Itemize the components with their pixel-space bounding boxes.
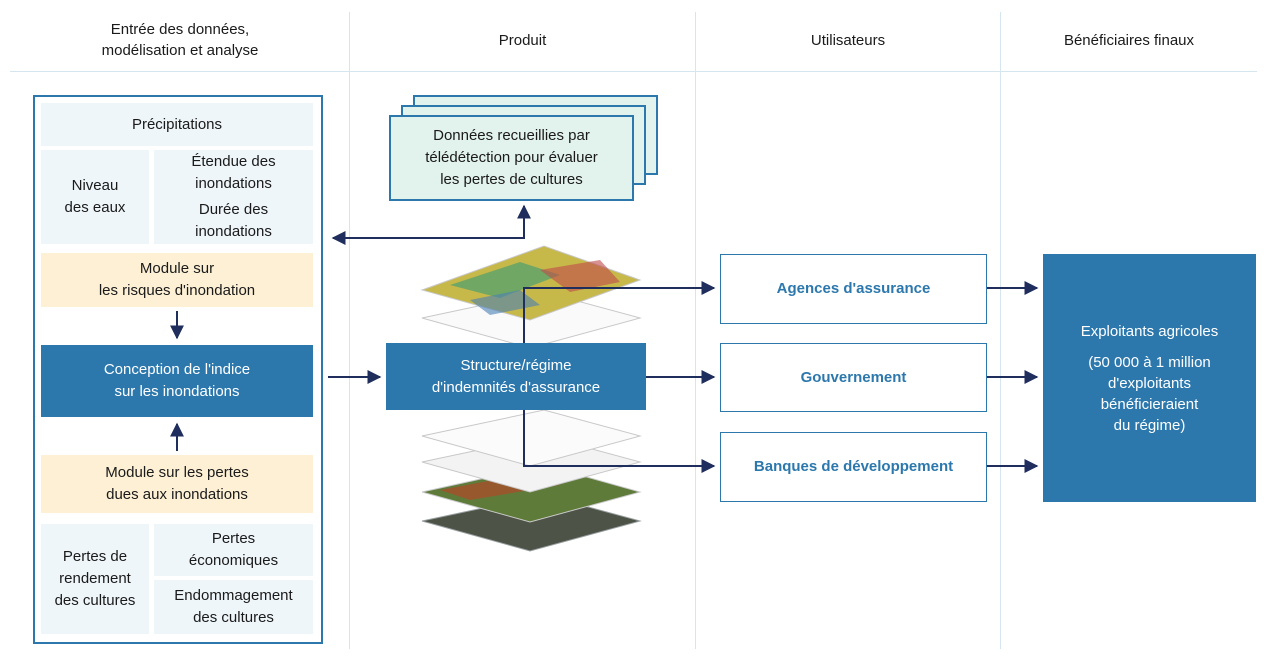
column-header-product: Produit [498,31,547,49]
farmers-title: Exploitants agricoles [1080,322,1219,340]
column-divider [349,12,350,649]
index-design-box: Conception de l'indice sur les inondatio… [41,345,313,417]
flood-risk-module-box: Module sur les risques d'inondation [41,253,313,307]
map-layer-flood-patch-2 [540,260,620,292]
column-divider [695,12,696,649]
farmers-detail: (50 000 à 1 million d'exploitants bénéfi… [1088,353,1211,434]
farmers-box: Exploitants agricoles (50 000 à 1 millio… [1043,254,1256,502]
remote-sensing-box: Données recueillies par télédétection po… [389,115,634,201]
user-government: Gouvernement [720,343,987,412]
yield-loss-box: Pertes de rendement des cultures [41,524,149,634]
column-divider [1000,12,1001,649]
map-layer-gray-2 [421,409,642,467]
map-layer-flood-patch-1 [450,262,560,298]
water-level-box: Niveau des eaux [41,150,149,244]
map-layer-flood-patch-3 [470,290,540,315]
flood-duration-label: Durée des inondations [195,201,272,240]
insurance-structure-box: Structure/régime d'indemnités d'assuranc… [386,343,646,410]
user-development-banks: Banques de développement [720,432,987,502]
flood-extent-label: Étendue des inondations [191,153,276,192]
flood-extent-duration-box: Étendue des inondations Durée des inonda… [154,150,313,244]
arrow-remote-sensing-input [331,204,531,245]
economic-loss-box: Pertes économiques [154,524,313,576]
user-insurance-agencies: Agences d'assurance [720,254,987,324]
crop-damage-box: Endommagement des cultures [154,580,313,634]
column-header-users: Utilisateurs [810,31,886,49]
flood-loss-module-box: Module sur les pertes dues aux inondatio… [41,455,313,513]
column-header-beneficiaries: Bénéficiaires finaux [1063,31,1195,49]
arrow-structure-to-banks [523,410,716,473]
column-header-input: Entrée des données, modélisation et anal… [101,21,259,59]
input-panel [33,95,323,644]
header-divider [10,71,1257,72]
precipitation-box: Précipitations [41,103,313,146]
arrow-structure-to-insurance [523,281,716,343]
